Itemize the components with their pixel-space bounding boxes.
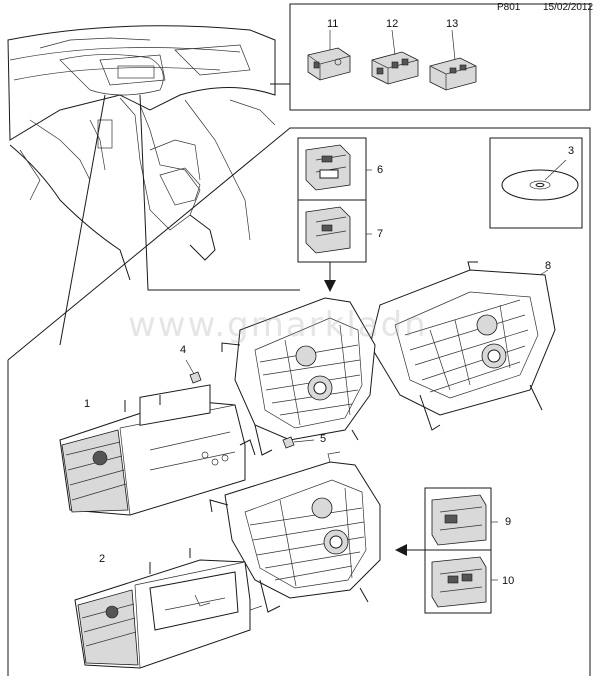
switch-11 [307,47,351,81]
screw-5 [282,436,315,449]
bezel-8 [359,261,556,431]
diagram-code: P801 [497,2,521,13]
callout-1: 1 [84,398,91,410]
callout-2: 2 [99,553,106,565]
switch-12 [371,51,419,85]
switch-box-frame [289,3,591,111]
switch-13 [429,57,477,91]
callout-10: 10 [502,575,515,587]
switch-10-detail [431,556,487,608]
main-frame [7,127,591,676]
screw-4 [185,359,202,384]
callout-8: 8 [545,260,552,272]
switch-6-detail [305,144,351,191]
callout-6: 6 [377,164,384,176]
bezel-lower [209,451,381,613]
cd-box [489,137,583,229]
dashboard-overview [7,25,276,281]
callout-5: 5 [320,433,327,445]
callout-11: 11 [327,18,339,30]
callout-4: 4 [180,344,187,356]
callout-9: 9 [505,516,512,528]
callout-7: 7 [377,228,384,240]
diagram-date: 15/02/2012 [543,2,594,13]
switch-7-detail [305,206,351,254]
callout-3: 3 [568,145,575,157]
radio-unit-1 [59,384,256,516]
cd-disc [501,159,579,201]
switch-9-detail [431,494,487,546]
callout-13: 13 [446,18,459,30]
bezel-center [221,297,376,456]
callout-12: 12 [386,18,399,30]
radio-unit-2 [74,548,263,669]
